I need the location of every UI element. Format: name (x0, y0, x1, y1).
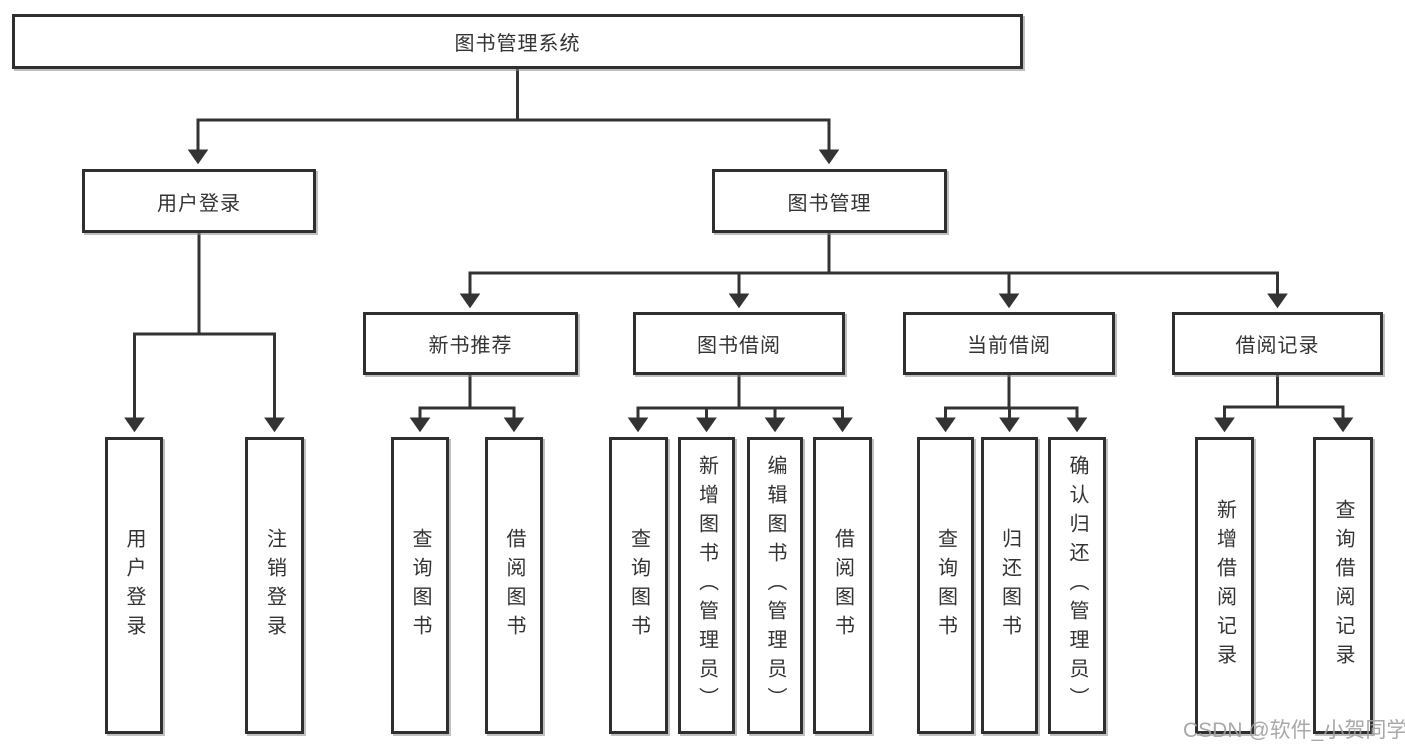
leaf-query-borrow-record: 查询借阅记录 (1313, 437, 1373, 734)
csdn-watermark: CSDN @软件_小贺同学 (1183, 719, 1405, 742)
leaf-confirm-return-admin-label: 确认归还（管理员） (1066, 455, 1088, 716)
leaf-logout-login: 注销登录 (245, 437, 304, 734)
leaf-query-book-borrow-label: 查询图书 (627, 527, 650, 644)
leaf-confirm-return-admin: 确认归还（管理员） (1048, 437, 1106, 734)
node-current-borrow: 当前借阅 (903, 312, 1115, 375)
node-user-login-group: 用户登录 (82, 169, 316, 233)
node-book-borrow: 图书借阅 (633, 312, 845, 375)
leaf-borrow-book: 借阅图书 (813, 437, 872, 734)
leaf-add-borrow-record: 新增借阅记录 (1195, 437, 1254, 734)
leaf-edit-book-admin-label: 编辑图书（管理员） (764, 455, 786, 716)
leaf-return-book: 归还图书 (981, 437, 1038, 734)
leaf-add-book-admin-label: 新增图书（管理员） (695, 455, 718, 716)
leaf-add-borrow-record-label: 新增借阅记录 (1213, 498, 1236, 673)
leaf-query-book-recommend-label: 查询图书 (409, 527, 431, 644)
leaf-edit-book-admin: 编辑图书（管理员） (747, 437, 803, 734)
leaf-query-book-current: 查询图书 (917, 437, 974, 734)
node-root-library-management-system: 图书管理系统 (12, 14, 1023, 69)
leaf-query-book-borrow: 查询图书 (609, 437, 668, 734)
leaf-query-book-recommend: 查询图书 (391, 437, 449, 734)
leaf-query-borrow-record-label: 查询借阅记录 (1332, 498, 1354, 673)
node-book-management: 图书管理 (712, 169, 947, 233)
leaf-borrow-book-recommend-label: 借阅图书 (503, 527, 525, 644)
leaf-query-book-current-label: 查询图书 (934, 527, 957, 644)
node-new-book-recommend: 新书推荐 (363, 312, 578, 375)
leaf-borrow-book-label: 借阅图书 (831, 527, 854, 644)
leaf-user-login-label: 用户登录 (123, 527, 145, 644)
leaf-logout-login-label: 注销登录 (263, 527, 286, 644)
leaf-borrow-book-recommend: 借阅图书 (485, 437, 543, 734)
leaf-return-book-label: 归还图书 (998, 527, 1021, 644)
leaf-user-login: 用户登录 (105, 437, 163, 734)
node-borrow-record: 借阅记录 (1172, 312, 1383, 375)
leaf-add-book-admin: 新增图书（管理员） (678, 437, 735, 734)
